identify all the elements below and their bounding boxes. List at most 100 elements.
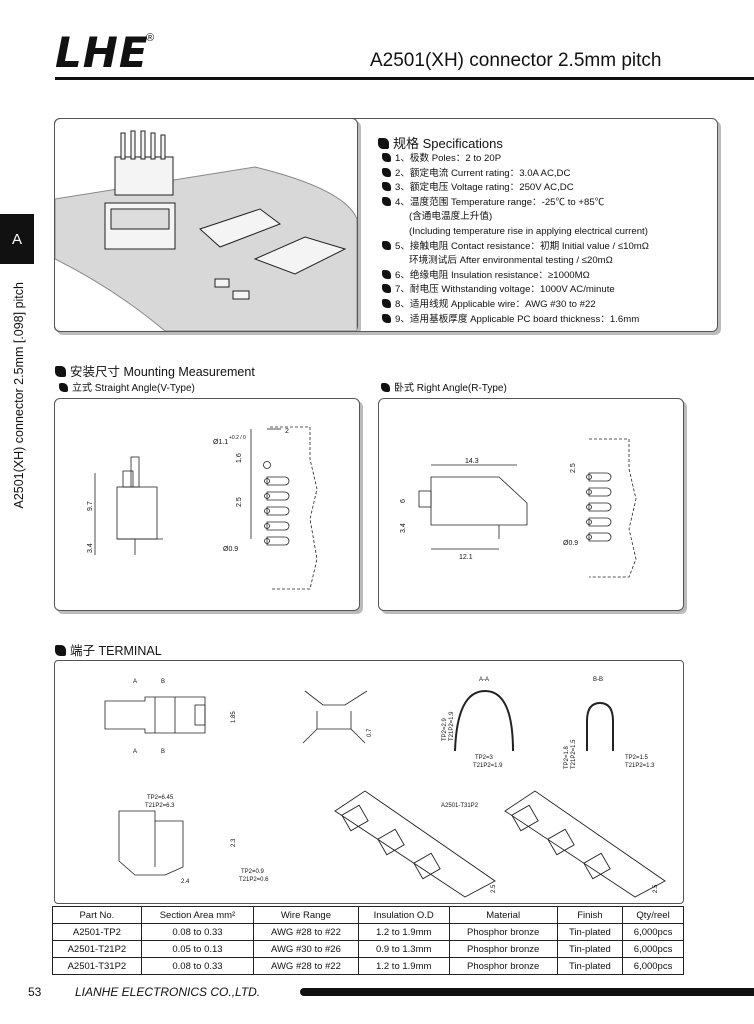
dim-185: 1.85 xyxy=(231,711,237,723)
spec-item-text: 8、适用线规 Applicable wire：AWG #30 to #22 xyxy=(395,298,596,310)
spec-item: 4、温度范围 Temperature range：-25℃ to +85℃ xyxy=(382,196,722,211)
table-cell: 0.08 to 0.33 xyxy=(140,957,255,975)
label-b-top: B xyxy=(161,679,165,685)
table-header-cell: Section Area mm² xyxy=(140,906,255,924)
table-cell: 0.9 to 1.3mm xyxy=(357,940,450,958)
r-type-drawing-panel: 14.3 12.1 6 3.4 2.5 Ø0.9 xyxy=(378,398,684,611)
bullet-icon xyxy=(59,383,68,392)
right-angle-text: 卧式 Right Angle(R-Type) xyxy=(394,383,507,394)
table-cell: 0.08 to 0.33 xyxy=(140,923,255,941)
dim-two: 2 xyxy=(285,428,289,435)
page-title: A2501(XH) connector 2.5mm pitch xyxy=(370,50,662,71)
r-type-drawing: 14.3 12.1 6 3.4 2.5 Ø0.9 xyxy=(400,438,637,578)
spec-item: 2、额定电流 Current rating：3.0A AC,DC xyxy=(382,167,722,182)
dim-tp2-18: TP2=1.8 xyxy=(564,745,570,769)
bullet-icon xyxy=(382,298,391,308)
spec-item-text: 3、额定电压 Voltage rating：250V AC,DC xyxy=(395,182,574,194)
spec-item-text: 2、额定电流 Current rating：3.0A AC,DC xyxy=(395,167,571,179)
label-t31: A2501-T31P2 xyxy=(441,803,479,809)
straight-angle-label: 立式 Straight Angle(V-Type) xyxy=(59,379,195,394)
label-a-bot: A xyxy=(133,749,137,755)
table-header-cell: Material xyxy=(448,906,558,924)
spec-heading: 规格 Specifications xyxy=(378,133,503,152)
dim-23: 2.3 xyxy=(231,838,237,847)
dim-h34: 3.4 xyxy=(87,543,94,553)
terminal-heading-text: 端子 TERMINAL xyxy=(70,644,162,658)
dim-tp2-3: TP2=3 xyxy=(475,755,494,761)
dim-pitch-reel-b: 2.5 xyxy=(653,884,659,893)
v-type-drawing: Ø1.1 +0.2 / 0 2 1.6 2.5 9.7 3.4 Ø0.9 xyxy=(87,426,318,590)
spec-item: (含通电温度上升值) xyxy=(382,210,722,225)
table-cell: A2501-T31P2 xyxy=(52,957,142,975)
dim-t21-15: T21P2=1.5 xyxy=(571,739,577,769)
spec-item: 1、极数 Poles：2 to 20P xyxy=(382,152,722,167)
side-vertical-title: A2501(XH) connector 2.5mm [.098] pitch xyxy=(12,282,26,509)
dim-w121: 12.1 xyxy=(459,554,473,561)
spec-item: 环境测试后 After environmental testing / ≤20m… xyxy=(382,254,722,269)
terminal-drawings: A B A B 1.85 0.7 A-A TP2=2.9 T21P2=1.9 T… xyxy=(104,677,666,898)
registered-mark: ® xyxy=(146,32,155,44)
spec-item-text: 7、耐电压 Withstanding voltage：1000V AC/minu… xyxy=(395,284,615,296)
table-cell: A2501-TP2 xyxy=(52,923,142,941)
spec-item-text: 6、绝缘电阻 Insulation resistance：≥1000MΩ xyxy=(395,269,590,281)
dim-pitch-r: 2.5 xyxy=(570,463,577,473)
spec-item: 9、适用基板厚度 Applicable PC board thickness：1… xyxy=(382,313,722,328)
table-header-cell: Wire Range xyxy=(253,906,359,924)
table-cell: Phosphor bronze xyxy=(448,923,558,941)
table-header-cell: Part No. xyxy=(52,906,142,924)
table-cell: 6,000pcs xyxy=(622,957,684,975)
label-aa: A-A xyxy=(479,677,489,683)
mounting-heading: 安装尺寸 Mounting Measurement xyxy=(55,361,255,380)
spec-item-text: 5、接触电阻 Contact resistance：初期 Initial val… xyxy=(395,240,649,252)
spec-item-text: 环境测试后 After environmental testing / ≤20m… xyxy=(409,255,613,267)
dim-hole-tol: +0.2 / 0 xyxy=(229,435,246,441)
dim-tp2-09: TP2=0.9 xyxy=(241,869,265,875)
label-bb: B-B xyxy=(593,677,603,683)
dim-t21-19: T21P2=1.9 xyxy=(449,711,455,741)
dim-t21-13: T21P2=1.3 xyxy=(625,763,655,769)
dim-hole: Ø1.1 xyxy=(213,439,228,446)
table-header-cell: Qty/reel xyxy=(622,906,684,924)
table-cell: 1.2 to 1.9mm xyxy=(357,923,450,941)
footer-bar xyxy=(300,988,754,996)
spec-item: 7、耐电压 Withstanding voltage：1000V AC/minu… xyxy=(382,283,722,298)
table-cell: AWG #28 to #22 xyxy=(253,923,359,941)
bullet-icon xyxy=(382,153,391,162)
spec-item: 5、接触电阻 Contact resistance：初期 Initial val… xyxy=(382,240,722,255)
bullet-icon xyxy=(382,167,391,177)
right-angle-label: 卧式 Right Angle(R-Type) xyxy=(381,379,507,394)
terminal-heading: 端子 TERMINAL xyxy=(55,640,162,659)
dim-tp2-645: TP2=6.45 xyxy=(147,795,174,801)
page-number: 53 xyxy=(28,985,42,999)
table-header-cell: Insulation O.D xyxy=(357,906,450,924)
dim-pitch-reel-a: 2.5 xyxy=(491,884,497,893)
spec-panel xyxy=(54,118,358,332)
dim-t21-19b: T21P2=1.9 xyxy=(473,763,503,769)
spec-heading-text: 规格 Specifications xyxy=(393,136,503,151)
company-name: LIANHE ELECTRONICS CO.,LTD. xyxy=(75,985,261,999)
dim-07: 0.7 xyxy=(367,728,373,737)
dim-tp2-29: TP2=2.9 xyxy=(442,717,448,741)
bullet-icon xyxy=(382,240,391,250)
table-cell: 0.05 to 0.13 xyxy=(140,940,255,958)
bullet-icon xyxy=(382,196,391,206)
bullet-icon xyxy=(381,383,390,392)
table-cell: Phosphor bronze xyxy=(448,940,558,958)
dim-one-six: 1.6 xyxy=(236,453,243,463)
spec-item-text: 1、极数 Poles：2 to 20P xyxy=(395,153,502,164)
spec-item-text: (含通电温度上升值) xyxy=(409,211,493,223)
bullet-icon xyxy=(382,182,391,192)
bullet-icon xyxy=(55,645,66,656)
dim-h97: 9.7 xyxy=(87,501,94,511)
table-cell: 6,000pcs xyxy=(622,940,684,958)
section-tab: A xyxy=(0,214,34,264)
table-header-cell: Finish xyxy=(556,906,624,924)
mounting-heading-text: 安装尺寸 Mounting Measurement xyxy=(70,365,255,379)
bullet-icon xyxy=(55,366,66,377)
spec-list: 1、极数 Poles：2 to 20P 2、额定电流 Current rating… xyxy=(382,152,722,327)
